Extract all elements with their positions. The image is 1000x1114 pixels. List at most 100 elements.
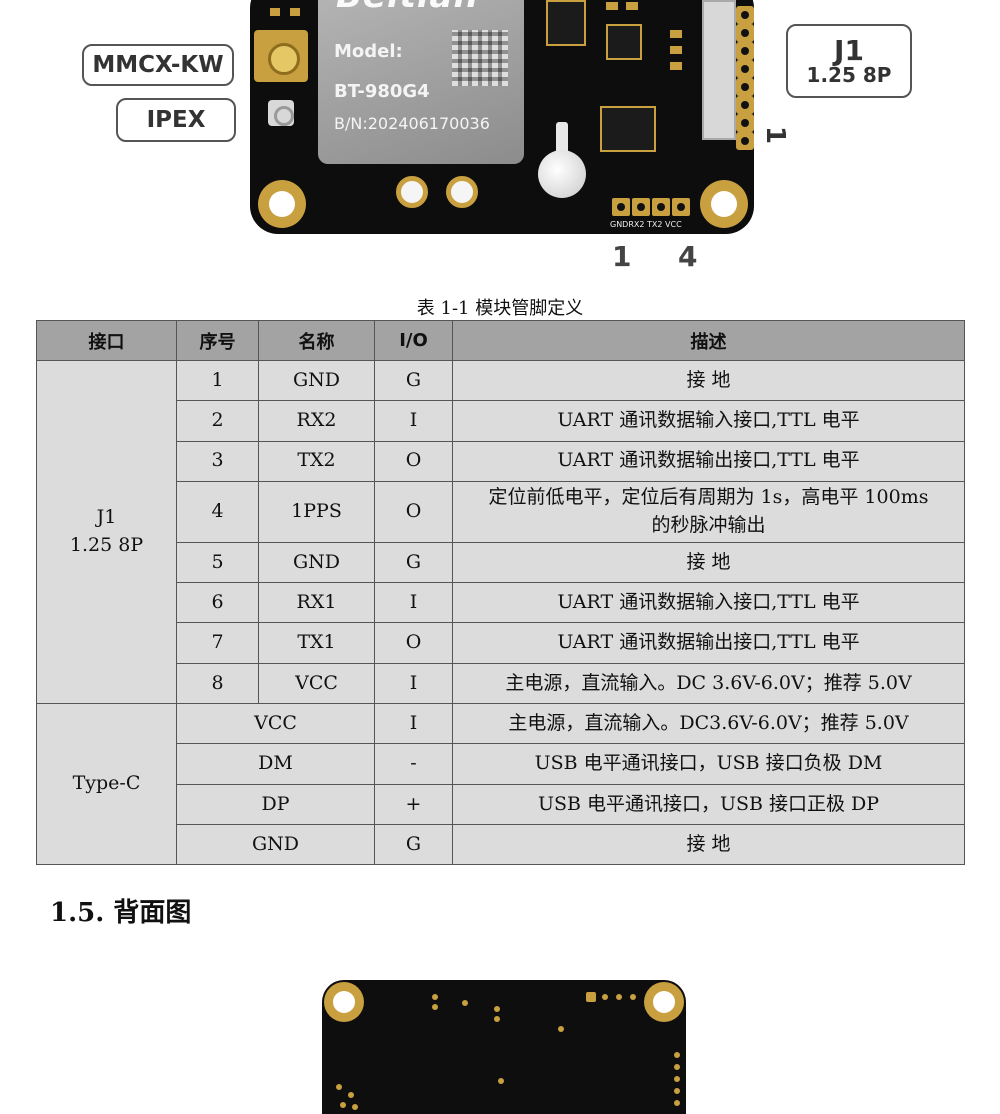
table-row: Type-C VCC I 主电源，直流输入。DC3.6V-6.0V；推荐 5.0… [36,703,965,866]
via [498,1078,504,1084]
j1-pin [736,114,754,132]
pin-io: O [374,622,453,664]
smd-pad [606,2,618,10]
table-row: 6 RX1 I UART 通讯数据输入接口,TTL 电平 [37,582,965,624]
pin-description: UART 通讯数据输入接口,TTL 电平 [452,582,965,624]
via [340,1102,346,1108]
module-model-value: BT-980G4 [334,81,430,102]
mounting-hole [324,982,364,1022]
j1-callout-subtitle: 1.25 8P [806,63,892,88]
via [494,1016,500,1022]
header-number-left: 1 [612,240,632,273]
j1-connector [702,0,736,140]
via [616,994,622,1000]
via [630,994,636,1000]
pin-io: G [374,359,453,402]
header-number-right: 4 [678,240,698,273]
table-row: DM - USB 电平通讯接口，USB 接口负极 DM [37,743,965,785]
table-header-row: 接口 序号 名称 I/O 描述 [36,320,965,361]
smd-pad [670,30,682,38]
smd-pad [626,2,638,10]
pin-description: 接 地 [452,823,965,866]
pin-name: TX2 [258,440,375,482]
pin-name: TX1 [258,622,375,664]
via [348,1092,354,1098]
table-row: 7 TX1 O UART 通讯数据输出接口,TTL 电平 [37,622,965,664]
header-description: 描述 [452,320,965,361]
ipex-callout-label: IPEX [146,107,206,133]
table-row: J1 1.25 8P 1 GND G 接 地 [36,359,965,705]
interface-spec: 1.25 8P [69,534,144,557]
pin-io: - [374,743,453,785]
table-row: 8 VCC I 主电源，直流输入。DC 3.6V-6.0V；推荐 5.0V [37,662,965,705]
pin-definition-table: 接口 序号 名称 I/O 描述 J1 1.25 8P 1 GND G 接 地 2… [36,320,965,866]
header-io: I/O [374,320,453,361]
j1-pin [736,78,754,96]
j1-callout-title: J1 [834,33,864,67]
interface-cell: Type-C [36,703,177,866]
pin-name: GND [258,541,375,584]
pin-io: + [374,783,453,825]
pin-description-line: 定位前低电平，定位后有周期为 1s，高电平 100ms [488,486,929,509]
pin-number: 7 [176,622,259,664]
pin-description: 接 地 [452,541,965,584]
rtk-led [446,176,478,208]
pin-description: USB 电平通讯接口，USB 接口负极 DM [452,743,965,785]
mmcx-callout-label: MMCX-KW [92,52,224,78]
pcb-front-board: Beitian Model: BT-980G4 B/N:202406170036 [250,0,754,234]
back-pad [586,992,596,1002]
smd-pad [290,8,300,16]
via [674,1052,680,1058]
pin-description: 定位前低电平，定位后有周期为 1s，高电平 100ms 的秒脉冲输出 [452,480,965,543]
j1-pin [736,6,754,24]
via [432,994,438,1000]
pin-io: I [374,703,453,745]
pin-number: 5 [176,541,259,584]
pin-name: VCC [176,703,375,745]
via [432,1004,438,1010]
mounting-hole [700,180,748,228]
smd-pad [670,62,682,70]
header-pin [612,198,630,216]
pin-name: RX2 [258,400,375,442]
pin-number: 2 [176,400,259,442]
pin-name: GND [258,359,375,402]
pin-io: I [374,400,453,442]
pin-name: GND [176,823,375,866]
via [602,994,608,1000]
mmcx-callout: MMCX-KW [82,44,234,86]
interface-cell: J1 1.25 8P [36,359,177,705]
header-pin [632,198,650,216]
module-brand: Beitian [336,0,479,16]
header-pin [672,198,690,216]
pin-number: 8 [176,662,259,705]
pin-description: UART 通讯数据输出接口,TTL 电平 [452,622,965,664]
smd-pad [270,8,280,16]
pin-name: RX1 [258,582,375,624]
pin-description: 接 地 [452,359,965,402]
pin-io: I [374,662,453,705]
pin-number: 6 [176,582,259,624]
table-caption: 表 1-1 模块管脚定义 [416,298,584,319]
j1-callout: J1 1.25 8P [786,24,912,98]
pin-io: I [374,582,453,624]
qr-code-icon [452,30,508,86]
via [558,1026,564,1032]
uart-header-silkscreen: GNDRX2 TX2 VCC [610,220,682,229]
ipex-callout: IPEX [116,98,236,142]
header-pin [652,198,670,216]
j1-pin [736,96,754,114]
via [674,1088,680,1094]
pin-number: 3 [176,440,259,482]
pin-name: DM [176,743,375,785]
module-model-label: Model: [334,41,403,62]
mounting-hole [644,982,684,1022]
module-front-figure: MMCX-KW IPEX J1 1.25 8P Beitian Model: B… [0,0,1000,290]
table-row: 3 TX2 O UART 通讯数据输出接口,TTL 电平 [37,440,965,482]
j1-pin [736,132,754,150]
gnss-module-shield: Beitian Model: BT-980G4 B/N:202406170036 [318,0,524,164]
section-heading: 1.5. 背面图 [50,898,192,928]
table-row: 5 GND G 接 地 [37,541,965,584]
header-interface: 接口 [36,320,177,361]
table-row: 2 RX2 I UART 通讯数据输入接口,TTL 电平 [37,400,965,442]
